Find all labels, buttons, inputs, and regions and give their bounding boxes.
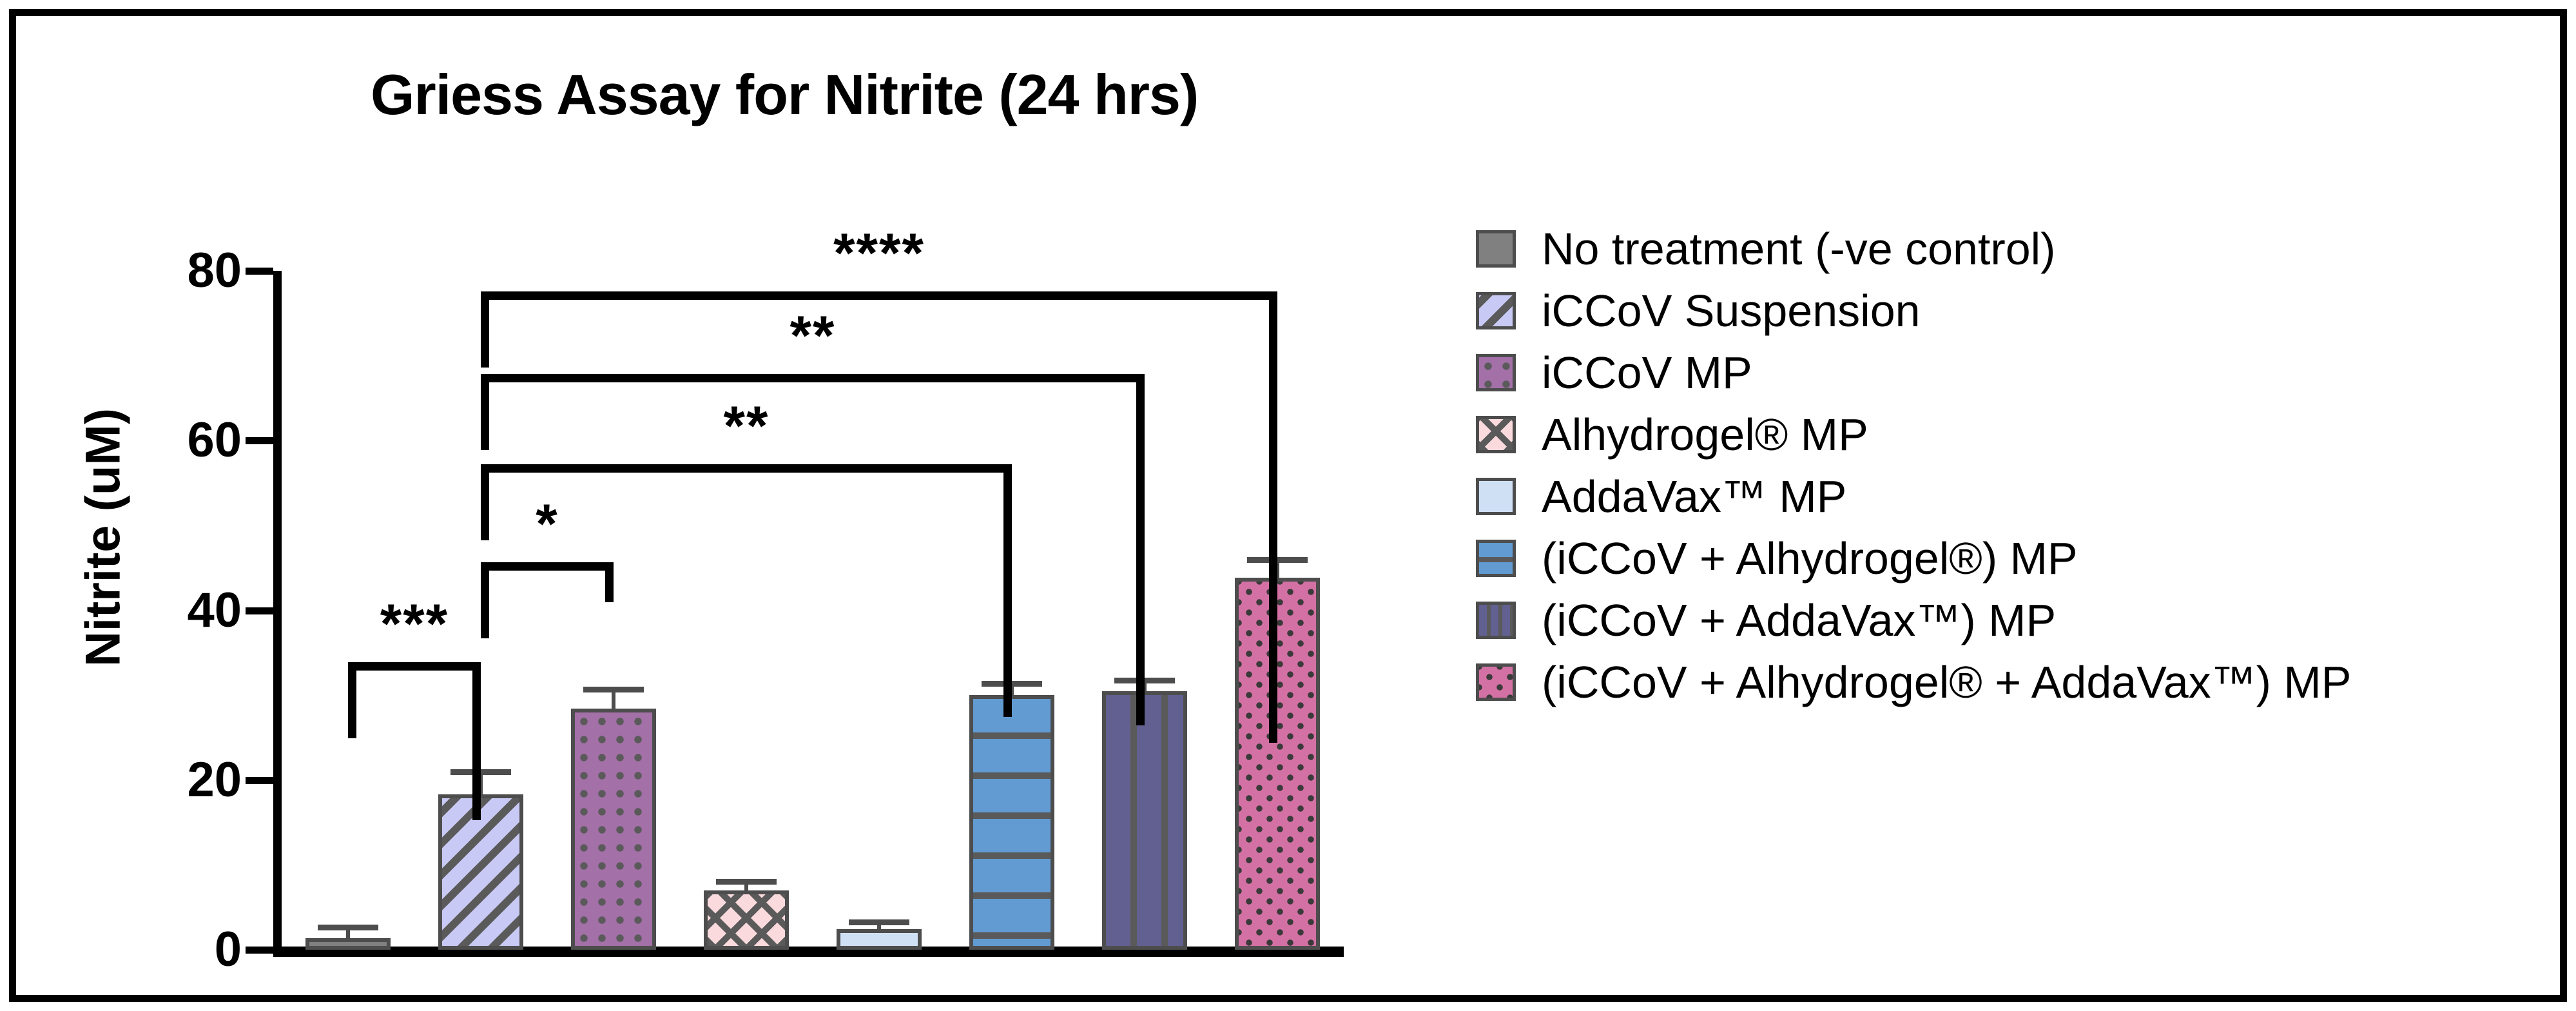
legend-swatch	[1476, 478, 1516, 515]
bar	[305, 937, 391, 950]
significance-label: **	[789, 305, 836, 367]
legend-label: iCCoV Suspension	[1542, 286, 1921, 336]
error-bar-cap	[849, 919, 909, 925]
error-bar	[612, 692, 615, 709]
y-tick-label: 60	[187, 413, 242, 468]
error-bar	[1010, 686, 1014, 696]
legend-label: (iCCoV + Alhydrogel®) MP	[1542, 533, 2078, 584]
bar	[1102, 691, 1187, 950]
legend-item: No treatment (-ve control)	[1476, 226, 2351, 272]
y-axis-tick-labels: 0 20 40 60 80	[90, 0, 242, 1011]
legend-label: (iCCoV + AddaVax™) MP	[1542, 595, 2057, 645]
legend-swatch	[1476, 663, 1516, 701]
significance-label: **	[723, 395, 770, 457]
error-bar	[1143, 683, 1147, 691]
y-axis-line	[246, 268, 282, 954]
significance-bracket	[348, 662, 481, 671]
significance-bracket-leg	[481, 291, 489, 368]
legend-item: Alhydrogel® MP	[1476, 411, 2351, 458]
legend-swatch	[1476, 230, 1516, 268]
significance-bracket-leg	[1269, 291, 1277, 743]
bar	[837, 929, 922, 950]
significance-bracket	[481, 464, 1012, 473]
legend-label: (iCCoV + Alhydrogel® + AddaVax™) MP	[1542, 657, 2352, 707]
significance-bracket-leg	[1003, 464, 1012, 717]
legend-item: (iCCoV + Alhydrogel® + AddaVax™) MP	[1476, 659, 2351, 705]
chart-title: Griess Assay for Nitrite (24 hrs)	[371, 63, 1199, 126]
significance-bracket	[481, 562, 614, 571]
significance-bracket-leg	[481, 374, 489, 450]
legend-label: AddaVax™ MP	[1542, 471, 1847, 522]
significance-label: ****	[833, 222, 925, 284]
significance-bracket-leg	[1136, 374, 1145, 725]
x-axis-line	[273, 947, 1344, 957]
legend-item: (iCCoV + Alhydrogel®) MP	[1476, 535, 2351, 582]
error-bar	[744, 884, 748, 890]
significance-label: *	[536, 493, 559, 555]
significance-bracket-leg	[605, 562, 614, 602]
error-bar-cap	[1114, 677, 1175, 683]
legend-item: iCCoV Suspension	[1476, 288, 2351, 334]
significance-bracket-leg	[472, 662, 481, 820]
y-tick-label: 40	[187, 582, 242, 638]
error-bar	[346, 930, 350, 938]
bar	[704, 890, 789, 950]
error-bar-cap	[318, 924, 378, 930]
significance-bracket	[481, 374, 1145, 382]
error-bar-cap	[450, 769, 511, 775]
error-bar	[877, 925, 881, 930]
legend-swatch	[1476, 416, 1516, 453]
error-bar	[1275, 562, 1279, 578]
y-axis-tick	[246, 947, 273, 954]
bar	[571, 709, 656, 950]
legend-swatch	[1476, 602, 1516, 639]
significance-bracket	[481, 291, 1277, 300]
error-bar-cap	[716, 878, 777, 885]
legend-swatch	[1476, 292, 1516, 329]
error-bar-cap	[1247, 556, 1308, 563]
plot-area	[282, 271, 1344, 950]
legend-item: iCCoV MP	[1476, 349, 2351, 396]
legend-label: Alhydrogel® MP	[1542, 409, 1868, 460]
bar	[969, 695, 1054, 950]
error-bar-cap	[982, 680, 1042, 687]
y-tick-label: 0	[214, 922, 242, 977]
y-axis-tick	[246, 776, 273, 784]
legend-item: (iCCoV + AddaVax™) MP	[1476, 597, 2351, 643]
significance-label: ***	[380, 593, 449, 655]
legend: No treatment (-ve control) iCCoV Suspensi…	[1476, 226, 2351, 721]
legend-swatch	[1476, 540, 1516, 577]
significance-bracket-leg	[481, 562, 489, 638]
significance-bracket-leg	[481, 464, 489, 540]
bar	[438, 794, 523, 950]
bar	[1235, 578, 1320, 950]
y-tick-label: 20	[187, 752, 242, 807]
y-axis-tick	[246, 437, 273, 445]
y-tick-label: 80	[187, 243, 242, 298]
legend-label: No treatment (-ve control)	[1542, 224, 2056, 274]
y-axis-tick	[246, 607, 273, 614]
y-axis-tick	[246, 268, 273, 275]
significance-bracket-leg	[348, 662, 356, 738]
legend-label: iCCoV MP	[1542, 348, 1752, 398]
legend-swatch	[1476, 354, 1516, 391]
error-bar-cap	[583, 687, 644, 693]
error-bar	[479, 774, 483, 795]
legend-item: AddaVax™ MP	[1476, 473, 2351, 520]
